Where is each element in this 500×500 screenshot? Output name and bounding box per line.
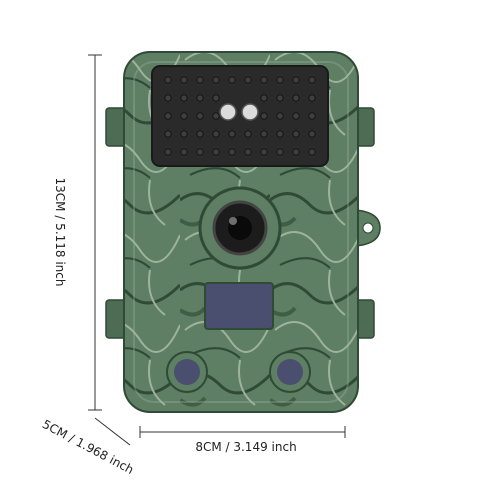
infrared-led: [260, 76, 268, 84]
infrared-led: [260, 112, 268, 120]
infrared-led: [308, 148, 316, 156]
infrared-led: [196, 130, 204, 138]
infrared-led: [180, 130, 188, 138]
infrared-led: [164, 76, 172, 84]
infrared-led: [180, 112, 188, 120]
infrared-led: [308, 94, 316, 102]
infrared-led: [308, 130, 316, 138]
light-sensor-left: [219, 103, 237, 121]
infrared-led: [308, 76, 316, 84]
infrared-led: [228, 76, 236, 84]
infrared-led: [244, 130, 252, 138]
infrared-led: [164, 112, 172, 120]
infrared-led: [196, 112, 204, 120]
infrared-led: [244, 148, 252, 156]
infrared-led: [260, 148, 268, 156]
infrared-led: [164, 94, 172, 102]
width-label: 8CM / 3.149 inch: [195, 440, 297, 454]
infrared-led: [196, 148, 204, 156]
infrared-led: [244, 76, 252, 84]
infrared-led-panel: [151, 65, 329, 167]
infrared-led: [276, 76, 284, 84]
infrared-led: [292, 76, 300, 84]
pir-sensor-window: [204, 282, 274, 330]
infrared-led: [276, 148, 284, 156]
infrared-led: [228, 148, 236, 156]
infrared-led: [212, 76, 220, 84]
infrared-led: [180, 148, 188, 156]
infrared-led: [164, 130, 172, 138]
infrared-led: [292, 148, 300, 156]
infrared-led: [196, 76, 204, 84]
infrared-led: [180, 94, 188, 102]
height-dimension-line: [88, 54, 102, 411]
infrared-led: [260, 94, 268, 102]
infrared-led: [292, 112, 300, 120]
infrared-led: [228, 130, 236, 138]
infrared-led: [276, 94, 284, 102]
infrared-led: [212, 94, 220, 102]
height-label: 13CM / 5.118 inch: [53, 177, 67, 287]
infrared-led: [276, 112, 284, 120]
infrared-led: [292, 94, 300, 102]
infrared-led-array: [164, 76, 316, 156]
infrared-led: [260, 130, 268, 138]
infrared-led: [212, 112, 220, 120]
infrared-led: [212, 148, 220, 156]
infrared-led: [180, 76, 188, 84]
infrared-led: [292, 130, 300, 138]
depth-dimension-line: [94, 417, 131, 446]
width-dimension-line: [139, 426, 346, 438]
infrared-led: [276, 130, 284, 138]
infrared-led: [164, 148, 172, 156]
light-sensor-right: [241, 103, 259, 121]
infrared-led: [196, 94, 204, 102]
infrared-led: [212, 130, 220, 138]
infrared-led: [308, 112, 316, 120]
